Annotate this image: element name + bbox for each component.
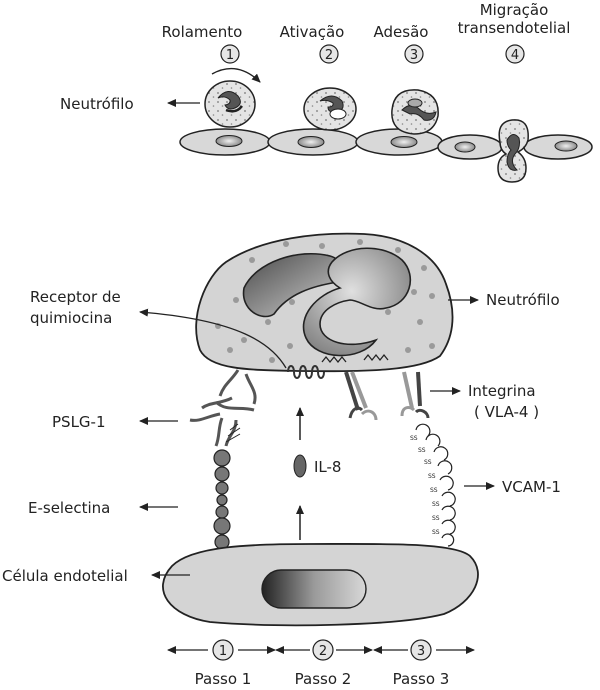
integrin-label-line2: ( VLA-4 ) [474, 403, 539, 421]
vcam1-label: VCAM-1 [502, 478, 561, 496]
signal-zigzag-2 [363, 353, 389, 362]
svg-text:SS: SS [418, 447, 426, 454]
pslg1-ligand [189, 369, 257, 447]
chemokine-receptor-label-line1: Receptor de [30, 288, 121, 306]
pslg1-binding-stripes [225, 423, 241, 443]
step-badge-2: 2 [319, 44, 339, 64]
bottom-step-badge-1: 1 [212, 639, 234, 661]
step1-label: Passo 1 [195, 670, 252, 688]
signal-zigzag-1 [321, 355, 347, 364]
svg-text:SS: SS [428, 473, 436, 480]
chemokine-receptor-label-line2: quimiocina [30, 309, 112, 327]
integrin-label-line1: Integrina [468, 382, 536, 400]
nucleus-lobe-right [302, 247, 412, 357]
pslg1-label: PSLG-1 [52, 413, 106, 431]
step-badge-4: 4 [505, 44, 525, 64]
endothelial-cell-label: Célula endotelial [2, 567, 128, 585]
step-badge-3: 3 [404, 44, 424, 64]
step-title-rolling: Rolamento [162, 23, 243, 41]
svg-text:3: 3 [417, 644, 425, 659]
step3-label: Passo 3 [393, 670, 450, 688]
svg-text:1: 1 [219, 644, 227, 659]
svg-text:SS: SS [432, 515, 440, 522]
endothelial-nucleus [261, 569, 367, 609]
top-panel: Rolamento Ativação Adesão Migração trans… [60, 1, 593, 183]
neutrophil-rolling [204, 67, 261, 128]
svg-text:SS: SS [432, 501, 440, 508]
bottom-steps: 1 2 3 Passo 1 Passo 2 Passo 3 [167, 639, 475, 688]
integrin-pair-2 [400, 371, 430, 419]
il8-label: IL-8 [314, 458, 341, 476]
svg-text:4: 4 [511, 48, 519, 63]
neutrophil-label-main: Neutrófilo [486, 291, 560, 309]
step2-label: Passo 2 [295, 670, 352, 688]
chemokine-receptor-coil [287, 365, 325, 379]
svg-text:2: 2 [325, 48, 333, 63]
svg-text:SS: SS [410, 435, 418, 442]
svg-text:SS: SS [430, 487, 438, 494]
step-badge-1: 1 [220, 44, 240, 64]
svg-text:3: 3 [410, 48, 418, 63]
endothelial-row [179, 128, 593, 160]
main-panel: Receptor de quimiocina Neutrófilo PSLG-1 [2, 232, 561, 627]
step-title-migration-line1: Migração [480, 1, 549, 19]
step-title-adhesion: Adesão [374, 23, 429, 41]
step-title-migration-line2: transendotelial [458, 19, 571, 37]
svg-text:SS: SS [424, 459, 432, 466]
integrin-pair-1 [344, 371, 378, 421]
neutrophil-transmigrating [497, 119, 529, 183]
neutrophil-activation [303, 87, 357, 131]
vcam1-ss-bonds: SS SS SS SS SS SS SS SS [410, 435, 440, 536]
neutrophil-adhesion [391, 89, 439, 135]
bottom-step-badge-2: 2 [312, 639, 334, 661]
neutrophil-label-top: Neutrófilo [60, 95, 134, 113]
svg-text:2: 2 [319, 644, 327, 659]
svg-text:1: 1 [226, 48, 234, 63]
vcam1-chain [415, 423, 456, 547]
step-title-activation: Ativação [280, 23, 345, 41]
e-selectin-label: E-selectina [28, 499, 110, 517]
chemokine-receptor-arrow [139, 308, 287, 369]
il8-molecule [293, 454, 307, 478]
e-selectin-chain [213, 449, 231, 550]
bottom-step-badge-3: 3 [410, 639, 432, 661]
svg-text:SS: SS [432, 529, 440, 536]
